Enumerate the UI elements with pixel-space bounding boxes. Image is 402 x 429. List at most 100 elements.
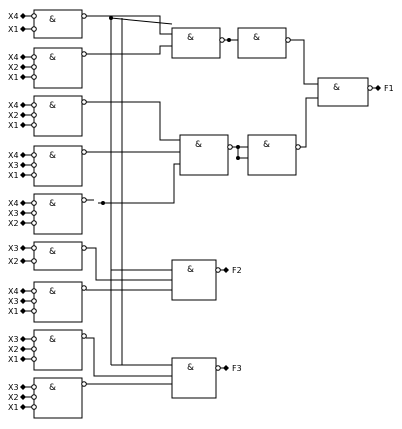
terminal-diamond <box>20 152 26 158</box>
inversion-bubble <box>81 285 87 291</box>
terminal-diamond <box>223 365 229 371</box>
and-gate-symbol: & <box>49 15 56 25</box>
nand-gate-middle-2 <box>237 27 287 59</box>
and-gate-symbol: & <box>49 335 56 345</box>
terminal-diamond <box>20 200 26 206</box>
inversion-bubble <box>31 64 37 70</box>
terminal-diamond <box>20 384 26 390</box>
and-gate-symbol: & <box>49 199 56 209</box>
input-label: X3 <box>8 335 19 344</box>
and-gate-symbol: & <box>49 101 56 111</box>
terminal-diamond <box>375 85 381 91</box>
wire-g6 <box>86 247 172 281</box>
wire-m3b <box>237 147 248 159</box>
and-gate-symbol: & <box>49 287 56 297</box>
terminal-diamond <box>20 258 26 264</box>
input-label: X3 <box>8 383 19 392</box>
inversion-bubble <box>31 336 37 342</box>
input-label: X3 <box>8 297 19 306</box>
wire-g2 <box>86 45 172 55</box>
nand-gate-left-9 <box>33 377 83 419</box>
and-gate-symbol: & <box>49 53 56 63</box>
terminal-diamond <box>20 122 26 128</box>
input-label: X2 <box>8 393 19 402</box>
wire-to-f1-b <box>300 97 318 148</box>
terminal-diamond <box>20 172 26 178</box>
nand-gate-left-7 <box>33 281 83 323</box>
wire-g3 <box>86 101 180 141</box>
terminal-diamond <box>20 162 26 168</box>
and-gate-symbol: & <box>333 83 340 93</box>
output-label-f1: F1 <box>384 84 394 93</box>
inversion-bubble <box>81 13 87 19</box>
and-gate-symbol: & <box>49 151 56 161</box>
terminal-diamond <box>223 267 229 273</box>
inversion-bubble <box>81 149 87 155</box>
inversion-bubble <box>31 13 37 19</box>
inversion-bubble <box>31 152 37 158</box>
input-label: X2 <box>8 257 19 266</box>
inversion-bubble <box>31 258 37 264</box>
nand-gate-left-8 <box>33 329 83 371</box>
terminal-diamond <box>20 210 26 216</box>
nand-gate-left-5 <box>33 193 83 235</box>
labels: X4X1X4X2X1X4X2X1X4X3X1X4X3X2X3X2X4X3X1X3… <box>8 12 394 412</box>
nand-gate-middle-4 <box>247 134 297 176</box>
inversion-bubble <box>31 220 37 226</box>
inversion-bubble <box>81 333 87 339</box>
input-label: X4 <box>8 12 19 21</box>
inversion-bubble <box>367 85 373 91</box>
input-label: X2 <box>8 219 19 228</box>
terminal-diamond <box>20 54 26 60</box>
inversion-bubble <box>31 384 37 390</box>
input-label: X4 <box>8 199 19 208</box>
terminal-diamond <box>20 356 26 362</box>
terminal-diamond <box>20 308 26 314</box>
inversion-bubble <box>31 298 37 304</box>
inversion-bubble <box>31 162 37 168</box>
nand-gate-f3 <box>171 357 217 399</box>
nand-gate-left-6 <box>33 241 83 271</box>
inversion-bubble <box>81 99 87 105</box>
terminal-diamond <box>20 64 26 70</box>
input-label: X1 <box>8 355 19 364</box>
wire-bus-top <box>110 17 173 25</box>
inversion-bubble <box>295 144 301 150</box>
inversion-bubble <box>31 200 37 206</box>
inversion-bubble <box>31 172 37 178</box>
inversion-bubble <box>215 365 221 371</box>
input-label: X4 <box>8 287 19 296</box>
input-label: X4 <box>8 101 19 110</box>
input-label: X1 <box>8 403 19 412</box>
inversion-bubble <box>31 122 37 128</box>
input-label: X2 <box>8 63 19 72</box>
inversion-bubble <box>227 144 233 150</box>
terminal-diamond <box>20 13 26 19</box>
input-label: X3 <box>8 244 19 253</box>
input-label: X1 <box>8 121 19 130</box>
nand-gate-f2 <box>171 259 217 301</box>
junction-m3b <box>236 156 240 160</box>
terminal-diamond <box>20 220 26 226</box>
inversion-bubble <box>31 346 37 352</box>
inversion-bubble <box>31 288 37 294</box>
terminal-diamond <box>20 102 26 108</box>
input-label: X1 <box>8 171 19 180</box>
inversion-bubble <box>31 74 37 80</box>
terminal-diamond <box>20 404 26 410</box>
and-gate-symbol: & <box>187 33 194 43</box>
nand-gate-middle-3 <box>179 134 229 176</box>
wires <box>23 15 378 408</box>
input-label: X3 <box>8 161 19 170</box>
input-label: X1 <box>8 25 19 34</box>
wire-g8 <box>86 337 172 377</box>
and-gate-symbol: & <box>187 363 194 373</box>
terminal-diamond <box>20 336 26 342</box>
and-gate-symbol: & <box>49 247 56 257</box>
inversion-bubble <box>31 102 37 108</box>
inversion-bubble <box>31 394 37 400</box>
wire-g1 <box>86 15 172 35</box>
inversion-bubble <box>219 37 225 43</box>
terminal-diamond <box>20 346 26 352</box>
